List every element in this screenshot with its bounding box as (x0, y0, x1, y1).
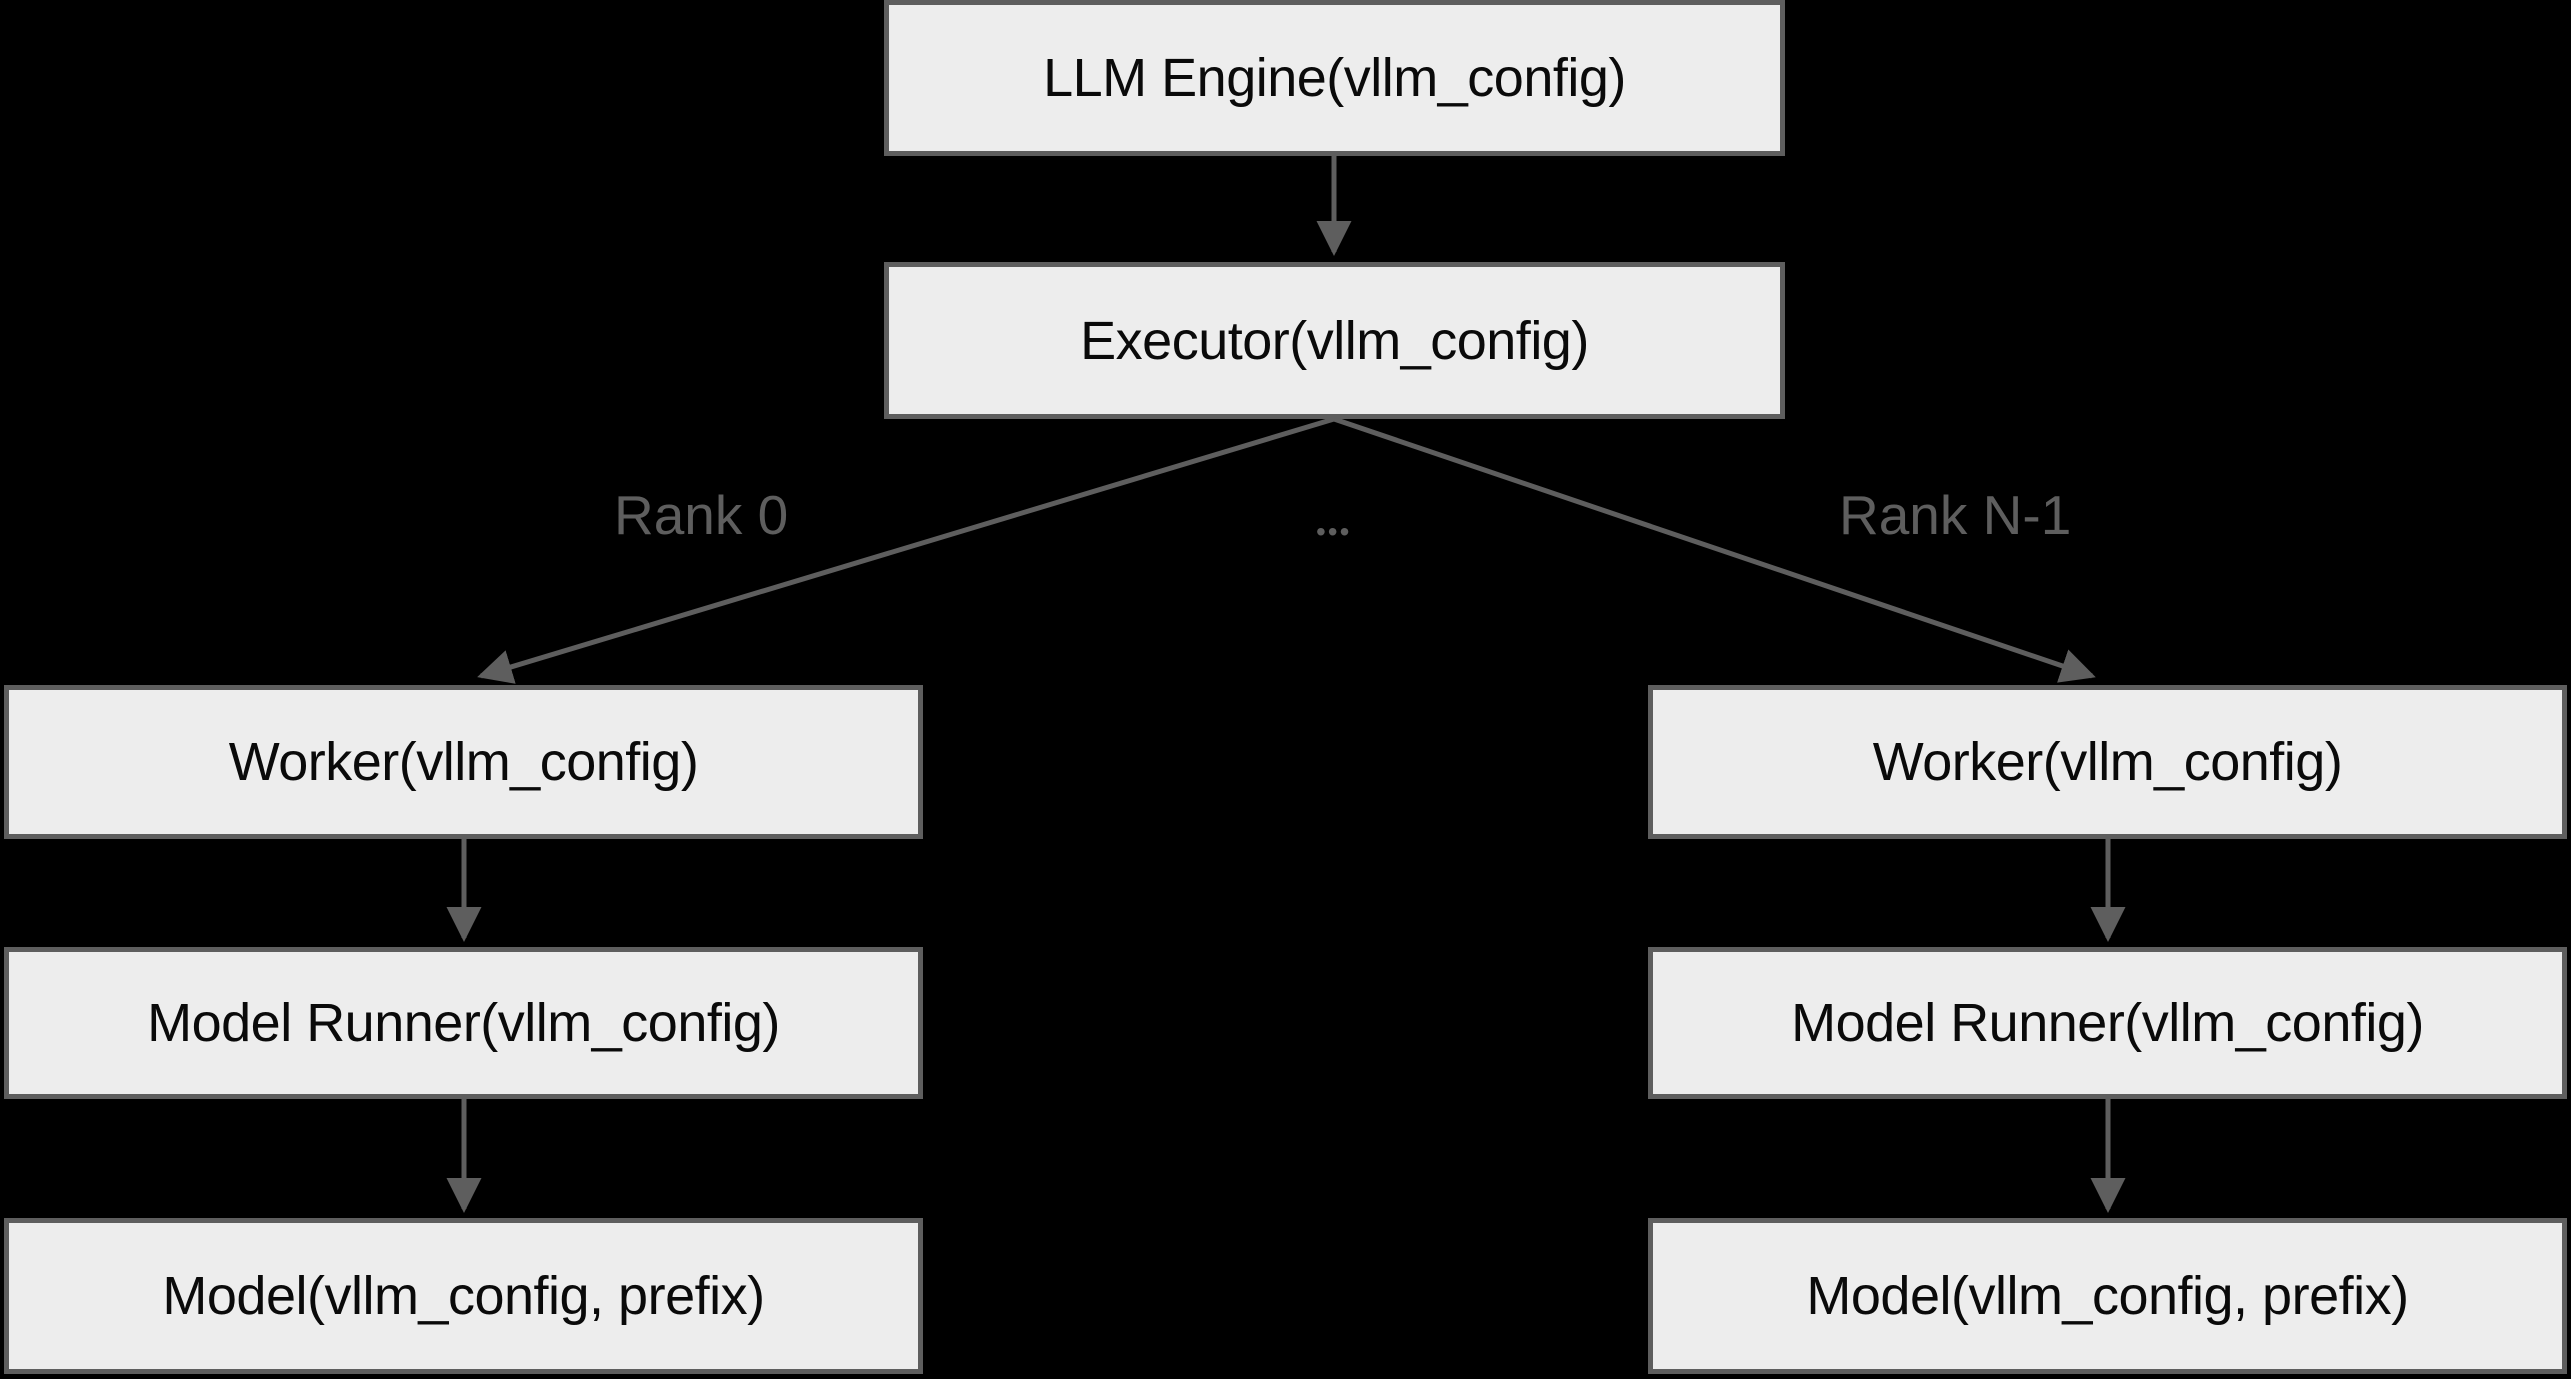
edge-label-rank-0: Rank 0 (614, 484, 789, 546)
node-model-runner-rank0[interactable]: Model Runner(vllm_config) (4, 947, 923, 1099)
node-executor[interactable]: Executor(vllm_config) (884, 262, 1785, 419)
node-model-runner-rankn[interactable]: Model Runner(vllm_config) (1648, 947, 2567, 1099)
edge-label-rank-n-minus-1: Rank N-1 (1839, 484, 2072, 546)
node-model-rank0[interactable]: Model(vllm_config, prefix) (4, 1218, 923, 1374)
edge-label-ellipsis: ••• (1316, 516, 1352, 547)
node-worker-rankn[interactable]: Worker(vllm_config) (1648, 685, 2567, 839)
node-llm-engine[interactable]: LLM Engine(vllm_config) (884, 0, 1785, 156)
edge-executor-to-worker-rankn (1333, 416, 2096, 683)
edge-executor-to-worker-rank0 (477, 416, 1335, 684)
node-model-rankn[interactable]: Model(vllm_config, prefix) (1648, 1218, 2567, 1374)
node-worker-rank0[interactable]: Worker(vllm_config) (4, 685, 923, 839)
